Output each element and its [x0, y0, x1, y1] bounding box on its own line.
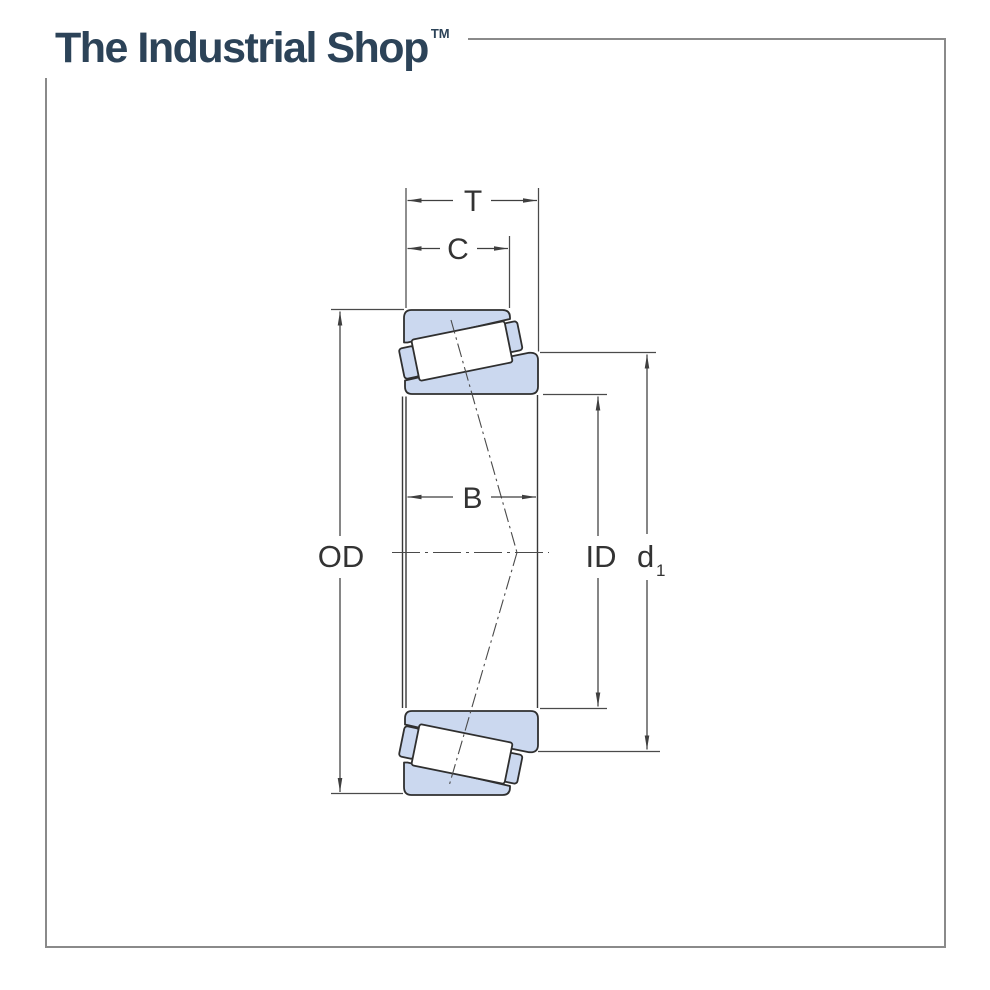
bearing-bottom-half: [397, 710, 539, 796]
trademark-icon: TM: [430, 26, 450, 41]
roller-axis-bottom: [448, 552, 518, 787]
label-d1-subscript: 1: [656, 561, 665, 580]
extension-lines: [331, 188, 660, 795]
label-d1-base: d: [637, 539, 654, 574]
label-cup-width-C: C: [447, 233, 469, 266]
centerlines: [392, 319, 549, 787]
label-total-width-T: T: [464, 185, 482, 218]
dimension-lines: [337, 198, 650, 792]
label-outer-diameter-OD: OD: [318, 539, 365, 574]
brand-name-text: The Industrial Shop: [55, 24, 429, 72]
page-border-frame: [45, 38, 946, 948]
label-cone-width-B: B: [462, 482, 482, 515]
outer-ring-cup: [403, 309, 511, 344]
roller-axis-top: [450, 319, 518, 553]
label-inner-diameter-ID: ID: [586, 539, 617, 574]
bearing-top-half: [398, 309, 539, 395]
